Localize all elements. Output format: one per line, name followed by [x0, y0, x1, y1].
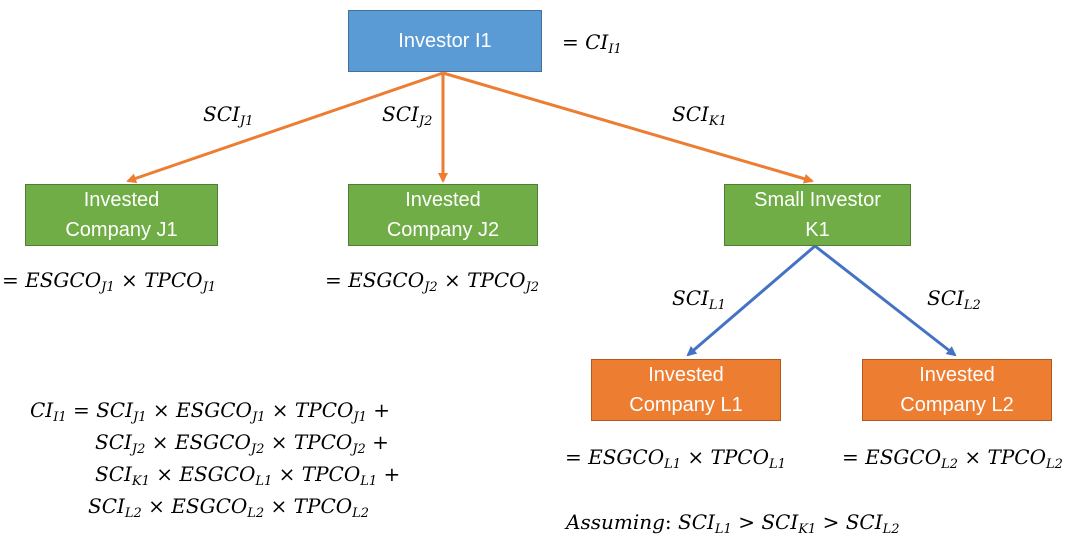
arrow-k1-to-l2 [814, 244, 957, 357]
arrow-i1-to-j1 [126, 71, 444, 184]
edge-label-sci-j2: SCIJ2 [382, 102, 433, 129]
edge-label-sci-j1: SCIJ1 [203, 102, 254, 129]
node-small-investor-k1-line2: K1 [805, 219, 830, 241]
node-company-j2-line2: Company J2 [386, 219, 500, 241]
total-equation-line-2: SCIJ2 × ESGCOJ2 × TPCOJ2 + [95, 430, 389, 457]
total-equation-line-3: SCIK1 × ESGCOL1 × TPCOL1 + [95, 462, 401, 489]
node-company-l2-line1: Invested [919, 364, 995, 386]
edge-label-sci-l2: SCIL2 [927, 286, 981, 313]
formula-j2: = ESGCOJ2 × TPCOJ2 [325, 268, 540, 295]
node-company-j2: Invested Company J2 [348, 184, 538, 246]
node-company-l1: Invested Company L1 [591, 359, 781, 421]
node-company-j2-line1: Invested [405, 189, 481, 211]
node-company-l2: Invested Company L2 [862, 359, 1052, 421]
formula-j1: = ESGCOJ1 × TPCOJ1 [2, 268, 217, 295]
formula-l2: = ESGCOL2 × TPCOL2 [842, 445, 1063, 472]
arrow-i1-to-k1 [442, 71, 814, 184]
node-company-l2-line2: Company L2 [900, 394, 1014, 416]
node-small-investor-k1-line1: Small Investor [754, 189, 881, 211]
arrow-k1-to-l1 [686, 244, 816, 357]
node-company-l1-line2: Company L1 [629, 394, 743, 416]
formula-l1: = ESGCOL1 × TPCOL1 [565, 445, 786, 472]
edge-label-sci-l1: SCIL1 [672, 286, 726, 313]
node-small-investor-k1: Small Investor K1 [724, 184, 911, 246]
total-equation-line-1: CII1 = SCIJ1 × ESGCOJ1 × TPCOJ1 + [30, 398, 391, 425]
node-investor-i1: Investor I1 [348, 10, 542, 72]
total-equation-line-4: SCIL2 × ESGCOL2 × TPCOL2 [88, 494, 370, 521]
node-company-j1: Invested Company J1 [25, 184, 218, 246]
node-company-l1-line1: Invested [648, 364, 724, 386]
node-investor-i1-label: Investor I1 [398, 30, 492, 52]
node-company-j1-line2: Company J1 [65, 219, 178, 241]
node-company-j1-line1: Invested [83, 189, 160, 211]
edge-label-sci-k1: SCIK1 [672, 102, 727, 129]
formula-ci-i1: = CII1 [562, 30, 622, 57]
assumption: Assuming: SCIL1 > SCIK1 > SCIL2 [566, 510, 900, 537]
